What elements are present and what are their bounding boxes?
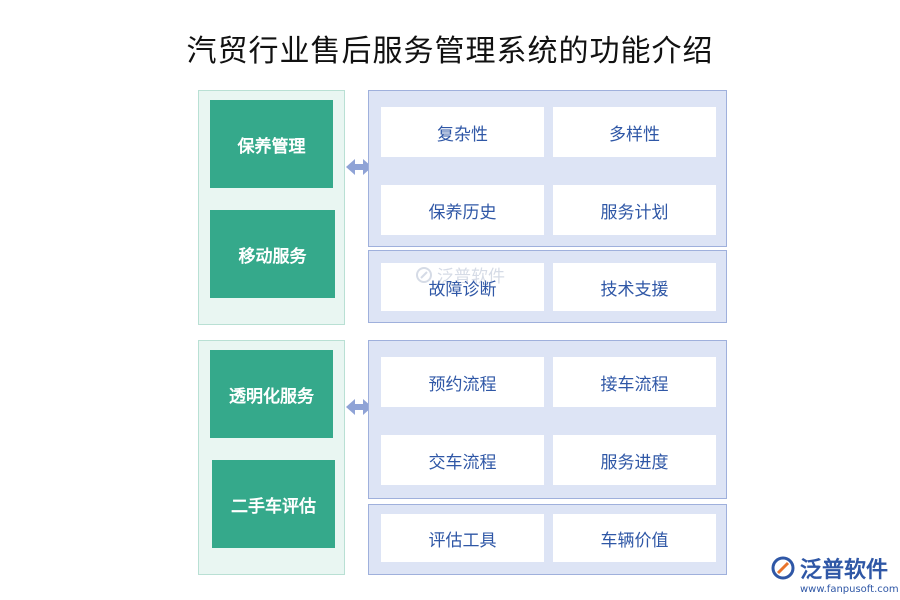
cell-appointment-process: 预约流程 <box>381 357 544 407</box>
cell-delivery-process: 交车流程 <box>381 435 544 485</box>
double-arrow-icon <box>346 159 372 175</box>
cell-complexity: 复杂性 <box>381 107 544 157</box>
brand-logo-text: 泛普软件 <box>800 558 889 583</box>
page-title: 汽贸行业售后服务管理系统的功能介绍 <box>186 34 714 69</box>
item-transparent-service: 透明化服务 <box>210 350 333 438</box>
cell-diversity: 多样性 <box>553 107 716 157</box>
brand-url: www.fanpusoft.com <box>800 584 899 595</box>
brand-logo: 泛普软件 www.fanpusoft.com <box>770 552 899 595</box>
brand-logo-icon <box>771 556 795 580</box>
cell-vehicle-value: 车辆价值 <box>553 514 716 562</box>
item-used-car-evaluation: 二手车评估 <box>212 460 335 548</box>
watermark: 泛普软件 <box>415 262 505 287</box>
cell-service-progress: 服务进度 <box>553 435 716 485</box>
cell-service-plan: 服务计划 <box>553 185 716 235</box>
cell-reception-process: 接车流程 <box>553 357 716 407</box>
double-arrow-icon <box>346 399 372 415</box>
cell-maintenance-history: 保养历史 <box>381 185 544 235</box>
brand-logo-icon <box>416 266 432 283</box>
item-maintenance-management: 保养管理 <box>210 100 333 188</box>
cell-tech-support: 技术支援 <box>553 263 716 311</box>
cell-fault-diagnosis: 故障诊断 <box>381 263 544 311</box>
cell-evaluation-tools: 评估工具 <box>381 514 544 562</box>
watermark-text: 泛普软件 <box>437 267 505 287</box>
item-mobile-service: 移动服务 <box>210 210 335 298</box>
